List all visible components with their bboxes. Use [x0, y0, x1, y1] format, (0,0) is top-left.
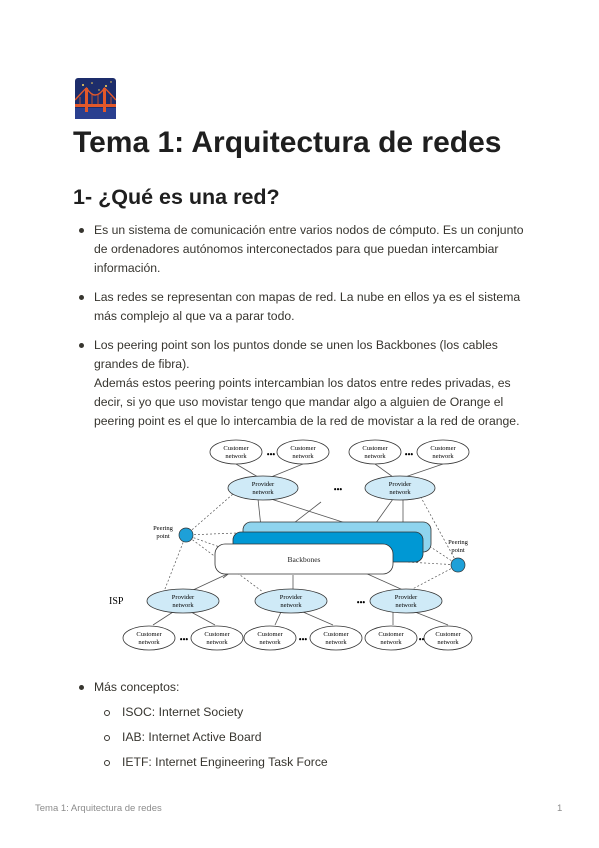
customer-label-1: Customer — [362, 445, 388, 452]
provider-label-2: network — [172, 602, 194, 609]
network-diagram: Backbones Customer network ••• Customer … — [103, 432, 473, 652]
customer-label-2: network — [206, 639, 228, 646]
provider-network-node: Provider network — [254, 588, 328, 614]
sub-list: ISOC: Internet Society IAB: Internet Act… — [75, 703, 530, 772]
provider-label-1: Provider — [172, 594, 195, 601]
customer-network-node: Customer network — [364, 625, 418, 651]
circle-bullet-icon — [104, 710, 110, 716]
sub-list-item: IETF: Internet Engineering Task Force — [75, 753, 530, 772]
list-item-text: Las redes se representan con mapas de re… — [94, 290, 521, 323]
customer-label-2: network — [138, 639, 160, 646]
customer-network-node: Customer network — [276, 439, 330, 465]
backbones-label: Backbones — [288, 555, 321, 564]
customer-network-node: Customer network — [309, 625, 363, 651]
ellipsis: ••• — [405, 450, 414, 459]
bullet-icon — [79, 228, 84, 233]
sub-list-item: IAB: Internet Active Board — [75, 728, 530, 747]
peering-label-2: point — [156, 533, 170, 540]
footer-title: Tema 1: Arquitectura de redes — [35, 803, 162, 814]
peering-label-1: Peering — [153, 525, 174, 532]
customer-label-1: Customer — [378, 631, 404, 638]
provider-network-node: Provider network — [369, 588, 443, 614]
list-item: Más conceptos: — [75, 678, 530, 697]
page-title: Tema 1: Arquitectura de redes — [73, 126, 502, 159]
list-item-text-continued: Además estos peering points intercambian… — [94, 376, 520, 428]
bullet-icon — [79, 295, 84, 300]
provider-label-1: Provider — [252, 481, 275, 488]
customer-network-node: Customer network — [348, 439, 402, 465]
customer-label-2: network — [364, 453, 386, 460]
customer-label-2: network — [432, 453, 454, 460]
customer-label-2: network — [325, 639, 347, 646]
customer-network-node: Customer network — [209, 439, 263, 465]
circle-bullet-icon — [104, 760, 110, 766]
provider-network-node: Provider network — [227, 475, 299, 501]
sub-list-item: ISOC: Internet Society — [75, 703, 530, 722]
customer-label-2: network — [380, 639, 402, 646]
customer-label-1: Customer — [430, 445, 456, 452]
page-number: 1 — [557, 803, 563, 814]
golden-gate-bridge-icon — [74, 78, 117, 119]
sub-list-item-text: ISOC: Internet Society — [122, 705, 244, 719]
section-heading: 1- ¿Qué es una red? — [73, 185, 280, 209]
customer-network-node: Customer network — [190, 625, 244, 651]
peering-label-1: Peering — [448, 539, 469, 546]
customer-label-1: Customer — [290, 445, 316, 452]
provider-label-1: Provider — [389, 481, 412, 488]
customer-network-node: Customer network — [423, 625, 473, 651]
sub-list-item-text: IETF: Internet Engineering Task Force — [122, 755, 328, 769]
customer-label-1: Customer — [223, 445, 249, 452]
bullet-icon — [79, 343, 84, 348]
customer-label-1: Customer — [323, 631, 349, 638]
provider-network-node: Provider network — [364, 475, 436, 501]
list-item-text: Es un sistema de comunicación entre vari… — [94, 223, 524, 275]
isp-label: ISP — [109, 596, 124, 607]
customer-label-1: Customer — [136, 631, 162, 638]
ellipsis: ••• — [357, 598, 366, 607]
provider-label-2: network — [395, 602, 417, 609]
list-item: Las redes se representan con mapas de re… — [75, 288, 530, 326]
more-concepts: Más conceptos: ISOC: Internet Society IA… — [75, 678, 530, 778]
more-concepts-label: Más conceptos: — [94, 680, 180, 694]
customer-label-1: Customer — [435, 631, 461, 638]
customer-network-node: Customer network — [416, 439, 470, 465]
list-item: Es un sistema de comunicación entre vari… — [75, 221, 530, 278]
bullet-icon — [79, 685, 84, 690]
sub-list-item-text: IAB: Internet Active Board — [122, 730, 262, 744]
customer-label-2: network — [225, 453, 247, 460]
customer-label-1: Customer — [257, 631, 283, 638]
provider-network-node: Provider network — [146, 588, 220, 614]
provider-label-1: Provider — [280, 594, 303, 601]
list-item: Los peering point son los puntos donde s… — [75, 336, 530, 431]
provider-label-2: network — [389, 489, 411, 496]
customer-label-2: network — [437, 639, 459, 646]
customer-label-2: network — [292, 453, 314, 460]
peering-label-2: point — [451, 547, 465, 554]
customer-network-node: Customer network — [243, 625, 297, 651]
provider-label-2: network — [252, 489, 274, 496]
customer-label-1: Customer — [204, 631, 230, 638]
list-item-text: Los peering point son los puntos donde s… — [94, 338, 498, 371]
ellipsis: ••• — [180, 635, 189, 644]
peering-point-right: Peering point — [448, 539, 469, 573]
ellipsis: ••• — [419, 635, 428, 644]
bullet-list: Es un sistema de comunicación entre vari… — [75, 221, 530, 441]
provider-label-1: Provider — [395, 594, 418, 601]
ellipsis: ••• — [299, 635, 308, 644]
peering-point-left: Peering point — [153, 525, 194, 543]
customer-network-node: Customer network — [122, 625, 176, 651]
provider-label-2: network — [280, 602, 302, 609]
customer-label-2: network — [259, 639, 281, 646]
circle-bullet-icon — [104, 735, 110, 741]
ellipsis: ••• — [334, 485, 343, 494]
ellipsis: ••• — [267, 450, 276, 459]
